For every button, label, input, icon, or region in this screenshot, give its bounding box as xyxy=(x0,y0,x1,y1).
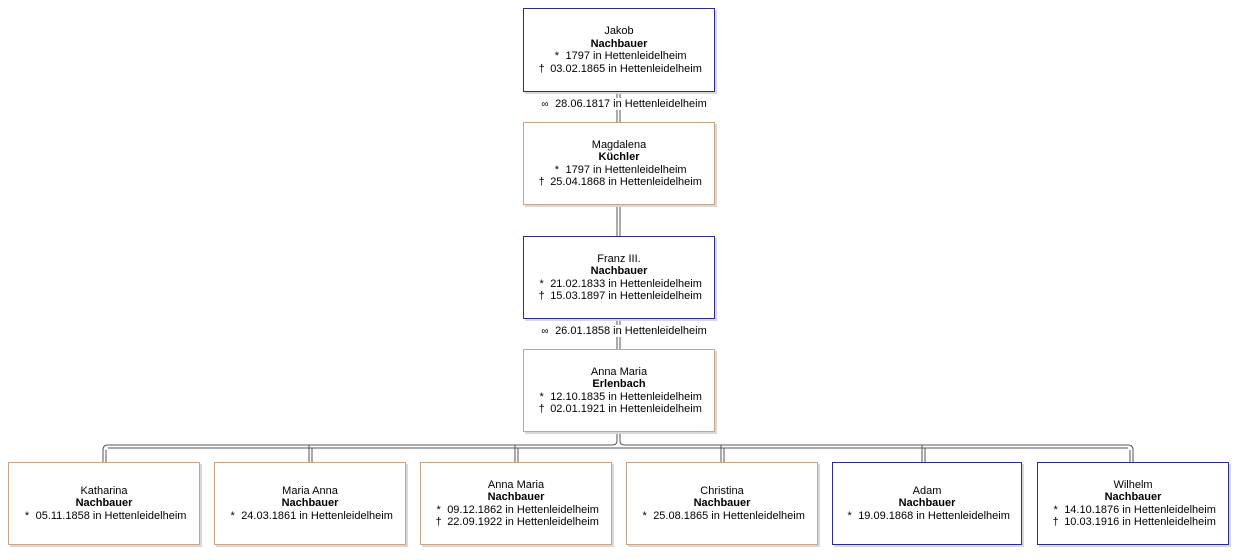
birth-icon: * xyxy=(642,509,647,522)
marriage-rings-icon: ∞ xyxy=(541,326,549,337)
death-icon: † xyxy=(538,62,545,75)
birth-event: * 09.12.1862 in Hettenleidelheim xyxy=(433,503,598,517)
person-card-christina[interactable]: Christina Nachbauer * 25.08.1865 in Hett… xyxy=(626,462,818,545)
surname: Nachbauer xyxy=(487,491,545,503)
given-name: Wilhelm xyxy=(1113,478,1153,491)
given-name: Katharina xyxy=(80,484,128,497)
given-name: Anna Maria xyxy=(487,478,545,491)
birth-event: * 05.11.1858 in Hettenleidelheim xyxy=(22,510,187,523)
marriage-label-1: ∞ 28.06.1817 in Hettenleidelheim xyxy=(535,98,710,110)
surname: Nachbauer xyxy=(281,497,339,510)
birth-icon: * xyxy=(539,277,544,290)
death-icon: † xyxy=(1052,516,1059,528)
person-card-magdalena[interactable]: Magdalena Küchler * 1797 in Hettenleidel… xyxy=(523,122,715,205)
surname: Nachbauer xyxy=(898,497,956,510)
surname: Nachbauer xyxy=(590,265,648,277)
birth-icon: * xyxy=(1053,503,1058,516)
birth-icon: * xyxy=(539,390,544,403)
given-name: Adam xyxy=(912,484,942,497)
birth-icon: * xyxy=(24,509,30,522)
surname: Nachbauer xyxy=(590,37,648,50)
birth-icon: * xyxy=(847,509,852,522)
birth-icon: * xyxy=(554,163,560,176)
birth-event: * 25.08.1865 in Hettenleidelheim xyxy=(639,509,804,523)
given-name: Magdalena xyxy=(591,138,647,151)
given-name: Franz III. xyxy=(597,252,641,265)
birth-event: * 12.10.1835 in Hettenleidelheim xyxy=(536,390,701,404)
death-event: † 03.02.1865 in Hettenleidelheim xyxy=(536,63,702,76)
person-card-anna-maria-erlenbach[interactable]: Anna Maria Erlenbach * 12.10.1835 in Het… xyxy=(523,349,715,432)
birth-event: * 21.02.1833 in Hettenleidelheim xyxy=(536,277,701,291)
birth-event: * 14.10.1876 in Hettenleidelheim xyxy=(1050,503,1215,517)
person-card-katharina[interactable]: Katharina Nachbauer * 05.11.1858 in Hett… xyxy=(8,462,200,545)
surname: Nachbauer xyxy=(75,497,133,510)
given-name: Jakob xyxy=(604,25,634,37)
surname: Küchler xyxy=(598,151,640,163)
given-name: Maria Anna xyxy=(282,484,338,497)
death-icon: † xyxy=(538,290,545,302)
person-card-jakob[interactable]: Jakob Nachbauer * 1797 in Hettenleidelhe… xyxy=(523,8,715,92)
death-event: † 02.01.1921 in Hettenleidelheim xyxy=(536,403,702,416)
person-card-franz[interactable]: Franz III. Nachbauer * 21.02.1833 in Het… xyxy=(523,236,715,319)
death-icon: † xyxy=(435,516,442,528)
birth-icon: * xyxy=(554,50,560,62)
birth-event: * 19.09.1868 in Hettenleidelheim xyxy=(844,509,1009,523)
death-event: † 10.03.1916 in Hettenleidelheim xyxy=(1050,516,1216,529)
birth-event: * 1797 in Hettenleidelheim xyxy=(551,50,687,63)
surname: Nachbauer xyxy=(1104,491,1162,503)
surname: Nachbauer xyxy=(693,497,751,510)
person-card-anna-maria-nachbauer[interactable]: Anna Maria Nachbauer * 09.12.1862 in Het… xyxy=(420,462,612,545)
death-icon: † xyxy=(538,403,545,415)
surname: Erlenbach xyxy=(592,378,646,390)
birth-icon: * xyxy=(436,503,441,516)
birth-event: * 1797 in Hettenleidelheim xyxy=(551,163,687,177)
marriage-label-2: ∞ 26.01.1858 in Hettenleidelheim xyxy=(535,325,710,337)
death-event: † 15.03.1897 in Hettenleidelheim xyxy=(536,290,702,303)
death-event: † 25.04.1868 in Hettenleidelheim xyxy=(536,176,702,189)
person-card-wilhelm[interactable]: Wilhelm Nachbauer * 14.10.1876 in Hetten… xyxy=(1037,462,1229,545)
person-card-maria-anna[interactable]: Maria Anna Nachbauer * 24.03.1861 in Het… xyxy=(214,462,406,545)
given-name: Christina xyxy=(700,484,744,497)
person-card-adam[interactable]: Adam Nachbauer * 19.09.1868 in Hettenlei… xyxy=(832,462,1022,545)
birth-event: * 24.03.1861 in Hettenleidelheim xyxy=(227,509,392,523)
given-name: Anna Maria xyxy=(590,365,648,378)
death-icon: † xyxy=(538,176,545,188)
marriage-rings-icon: ∞ xyxy=(541,99,549,110)
death-event: † 22.09.1922 in Hettenleidelheim xyxy=(433,516,599,529)
birth-icon: * xyxy=(230,509,235,522)
